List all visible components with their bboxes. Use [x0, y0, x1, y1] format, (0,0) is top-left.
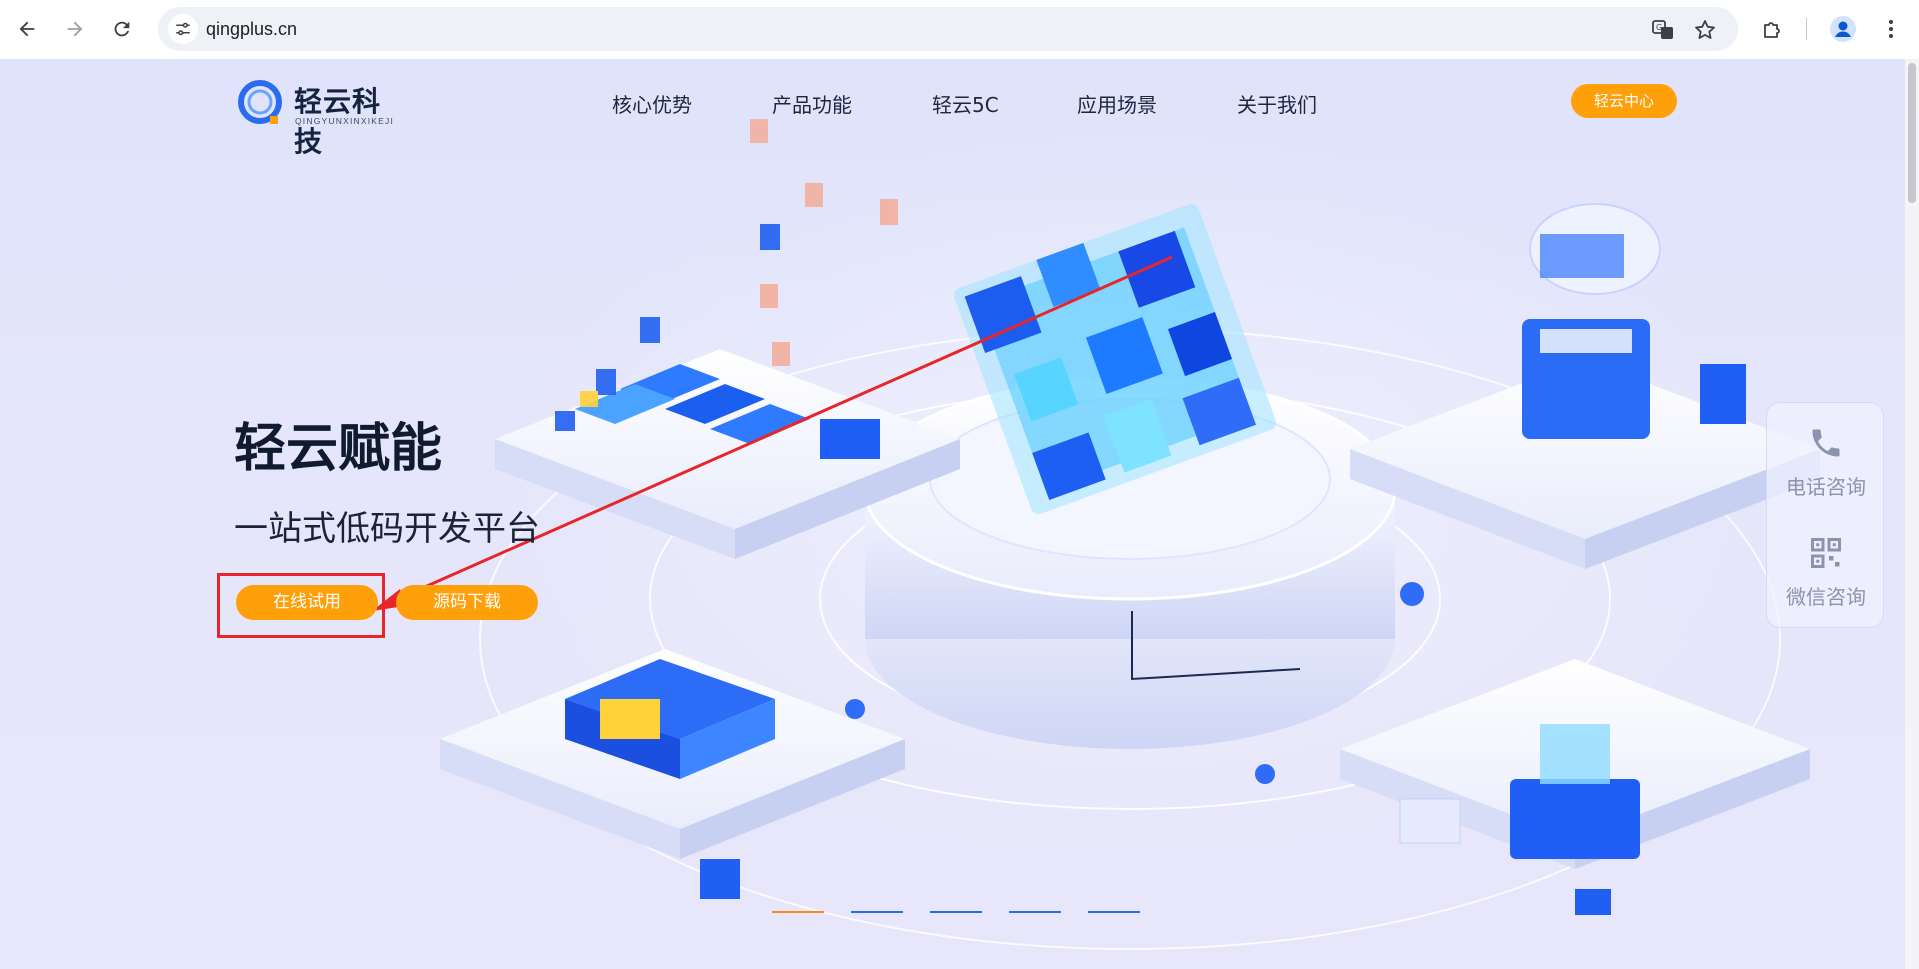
svg-text:G: G	[1656, 23, 1662, 32]
wechat-consult-label: 微信咨询	[1786, 585, 1866, 609]
site-logo[interactable]: 轻云科技 QINGYUNXINXIKEJI	[236, 78, 396, 158]
arrow-right-icon	[67, 21, 83, 37]
brand-q-icon	[238, 80, 282, 124]
carousel-dot-2[interactable]	[851, 911, 903, 913]
wechat-consult-button[interactable]: 微信咨询	[1767, 535, 1885, 610]
carousel-dot-3[interactable]	[930, 911, 982, 913]
annotation-highlight-box	[217, 573, 385, 638]
nav-item-about-us[interactable]: 关于我们	[1237, 93, 1317, 117]
extensions-button[interactable]	[1756, 12, 1790, 46]
phone-consult-button[interactable]: 电话咨询	[1767, 425, 1885, 500]
url-text: qingplus.cn	[206, 19, 298, 39]
back-button[interactable]	[10, 12, 44, 46]
profile-button[interactable]	[1826, 12, 1860, 46]
puzzle-icon	[1764, 22, 1780, 38]
try-online-button[interactable]: 在线试用	[236, 585, 378, 620]
reload-icon	[114, 21, 130, 37]
browser-toolbar: qingplus.cn G	[0, 0, 1919, 59]
logo-subtitle: QINGYUNXINXIKEJI	[295, 116, 395, 126]
page-scrollbar[interactable]	[1905, 59, 1919, 969]
browser-menu-button[interactable]	[1874, 12, 1908, 46]
phone-icon	[1812, 429, 1840, 457]
qr-code-icon	[1811, 538, 1841, 568]
arrow-left-icon	[19, 21, 35, 37]
nav-item-qingyun-5c[interactable]: 轻云5C	[932, 93, 999, 117]
carousel-dot-1[interactable]	[772, 911, 824, 913]
logo-title: 轻云科技	[294, 85, 382, 158]
page-viewport: 轻云科技 QINGYUNXINXIKEJI 核心优势 产品功能 轻云5C 应用场…	[0, 59, 1919, 969]
scrollbar-thumb[interactable]	[1908, 63, 1916, 203]
nav-item-core-advantages[interactable]: 核心优势	[612, 93, 692, 117]
bookmark-star-icon[interactable]	[1692, 17, 1718, 43]
nav-item-application-scenarios[interactable]: 应用场景	[1077, 93, 1157, 117]
hero-title: 轻云赋能	[234, 419, 443, 479]
qingyun-center-button[interactable]: 轻云中心	[1571, 84, 1677, 118]
contact-float-panel: 电话咨询 微信咨询	[1766, 402, 1884, 628]
forward-button[interactable]	[58, 12, 92, 46]
reload-button[interactable]	[105, 12, 139, 46]
hero-subtitle: 一站式低码开发平台	[234, 509, 540, 549]
avatar-icon	[1830, 16, 1856, 42]
toolbar-divider	[1806, 18, 1807, 40]
carousel-dot-5[interactable]	[1088, 911, 1140, 913]
translate-icon[interactable]: G	[1650, 17, 1676, 43]
source-download-button[interactable]: 源码下载	[396, 585, 538, 620]
address-bar[interactable]: qingplus.cn G	[158, 7, 1738, 51]
phone-consult-label: 电话咨询	[1786, 475, 1866, 499]
more-vertical-icon	[1889, 20, 1893, 38]
hero-illustration	[372, 119, 1820, 950]
site-settings-icon[interactable]	[168, 14, 198, 44]
nav-item-product-features[interactable]: 产品功能	[772, 93, 852, 117]
carousel-dot-4[interactable]	[1009, 911, 1061, 913]
